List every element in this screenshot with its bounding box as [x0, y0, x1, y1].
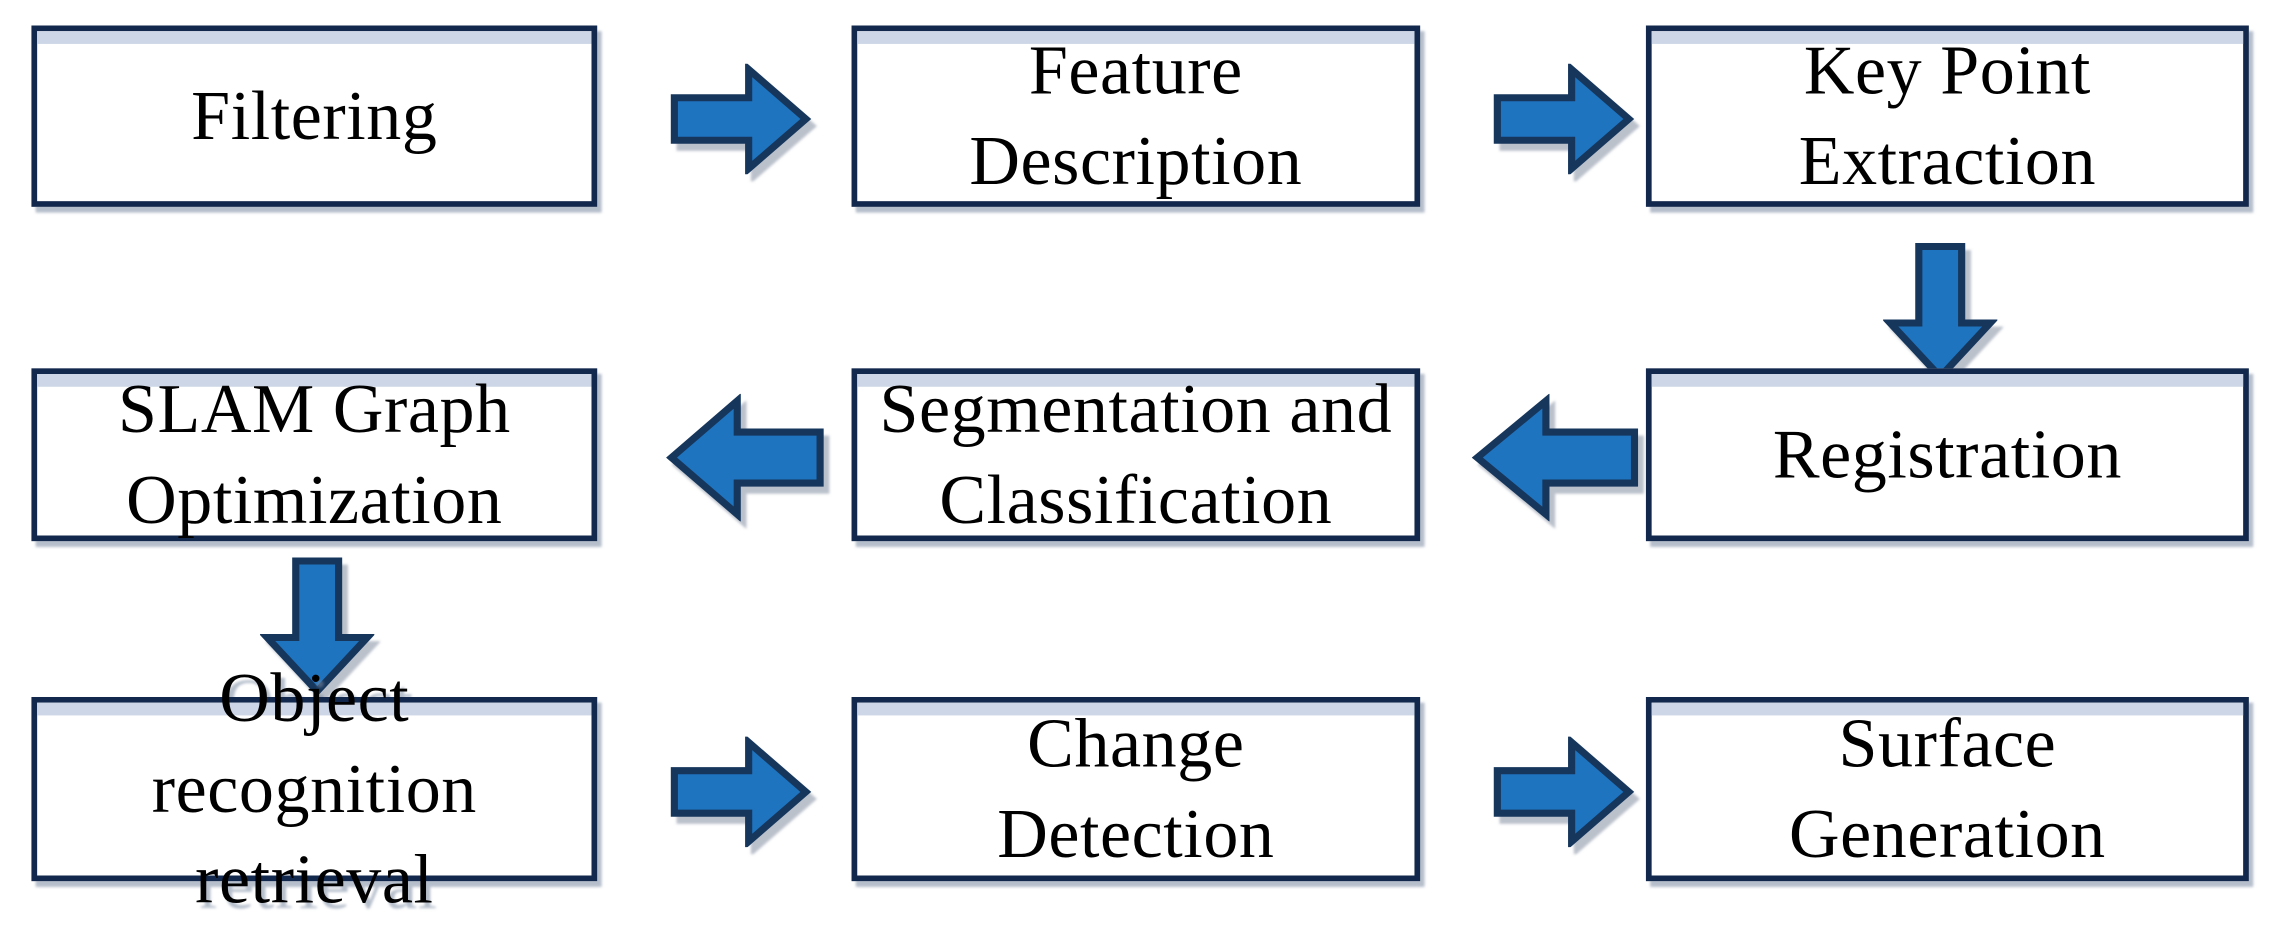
arrow-down-icon: [1883, 241, 1998, 383]
node-keypoint-extraction[interactable]: Key Point Extraction: [1645, 25, 2249, 207]
node-segmentation-and-classification[interactable]: Segmentation and Classification: [851, 368, 1421, 542]
arrow-left-icon: [666, 393, 826, 522]
node-change-detection[interactable]: Change Detection: [851, 697, 1421, 882]
node-filtering[interactable]: Filtering: [31, 25, 598, 207]
arrow-down-icon: [260, 555, 375, 697]
arrow-right-icon: [669, 63, 812, 175]
node-feature-description[interactable]: Feature Description: [851, 25, 1421, 207]
arrow-right-icon: [1492, 736, 1635, 848]
node-slam-graph-optimization[interactable]: SLAM Graph Optimization: [31, 368, 598, 542]
node-segmentation-and-classification-label: Segmentation and Classification: [879, 370, 1393, 539]
node-registration[interactable]: Registration: [1645, 368, 2249, 542]
arrow-left-icon: [1471, 393, 1641, 522]
arrow-right-icon: [669, 736, 812, 848]
node-object-recognition-retrieval-label: Object recognition retrieval: [151, 659, 477, 918]
node-surface-generation[interactable]: Surface Generation: [1645, 697, 2249, 882]
node-surface-generation-label: Surface Generation: [1789, 704, 2106, 873]
node-filtering-label: Filtering: [191, 76, 438, 155]
node-registration-label: Registration: [1772, 415, 2122, 494]
node-object-recognition-retrieval[interactable]: Object recognition retrieval: [31, 659, 598, 918]
node-feature-description-label: Feature Description: [969, 31, 1303, 200]
node-change-detection-label: Change Detection: [997, 704, 1275, 873]
node-keypoint-extraction-label: Key Point Extraction: [1798, 31, 2097, 200]
node-slam-graph-optimization-label: SLAM Graph Optimization: [117, 370, 511, 539]
arrow-right-icon: [1492, 63, 1635, 175]
